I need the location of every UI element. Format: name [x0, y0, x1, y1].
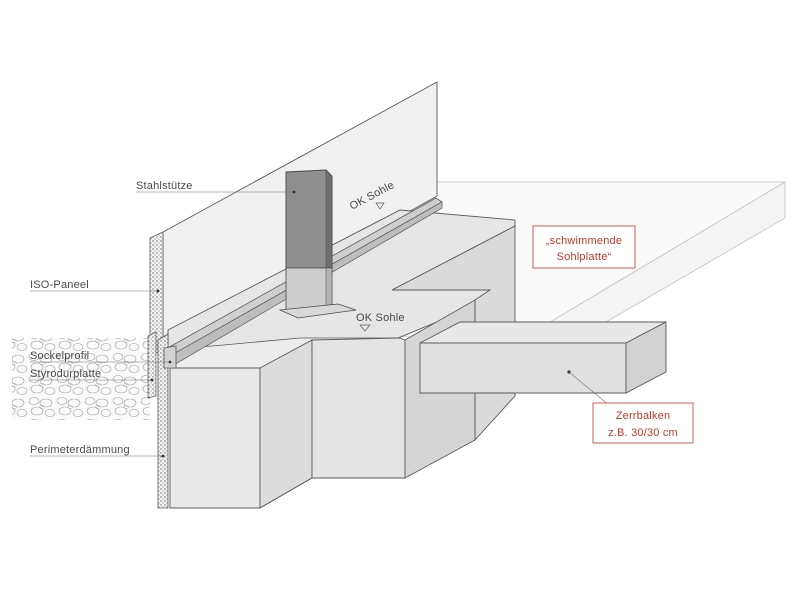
floating-slab-callout-box	[532, 225, 636, 269]
ok-sohle-mid-marker: OK Sohle	[356, 312, 405, 332]
label-sockelprofil: Sockelprofil	[30, 350, 172, 364]
ok-sohle-mid-label: OK Sohle	[356, 312, 405, 324]
tie-beam	[419, 321, 667, 394]
tie-beam-callout-line1: Zerrbalken	[616, 410, 671, 422]
tie-beam-callout-box	[592, 402, 694, 444]
callout-floating-slab: „schwimmende Sohlplatte“	[532, 225, 636, 269]
label-iso-paneel: ISO-Paneel	[30, 279, 160, 293]
perimeter-insulation	[147, 331, 169, 509]
floating-slab-callout-line1: „schwimmende	[546, 235, 622, 247]
sockelprofil-label: Sockelprofil	[30, 350, 89, 362]
stahlstuetze-label: Stahlstütze	[136, 180, 193, 192]
level-triangle-icon	[359, 324, 371, 332]
label-stahlstuetze: Stahlstütze	[136, 180, 296, 194]
label-styrodurplatte: Styrodurplatte	[30, 368, 154, 382]
gravel-ground	[12, 338, 150, 420]
perimeterdaemmung-label: Perimeterdämmung	[30, 444, 130, 456]
level-triangle-icon	[375, 202, 385, 210]
iso-paneel-label: ISO-Paneel	[30, 279, 89, 291]
label-perimeterdaemmung: Perimeterdämmung	[30, 444, 165, 458]
callout-tie-beam: Zerrbalken z.B. 30/30 cm	[568, 371, 694, 444]
tie-beam-callout-line2: z.B. 30/30 cm	[608, 427, 678, 439]
styrodurplatte-label: Styrodurplatte	[30, 368, 101, 380]
floating-slab-callout-line2: Sohlplatte“	[557, 251, 612, 263]
steel-column	[278, 169, 357, 319]
